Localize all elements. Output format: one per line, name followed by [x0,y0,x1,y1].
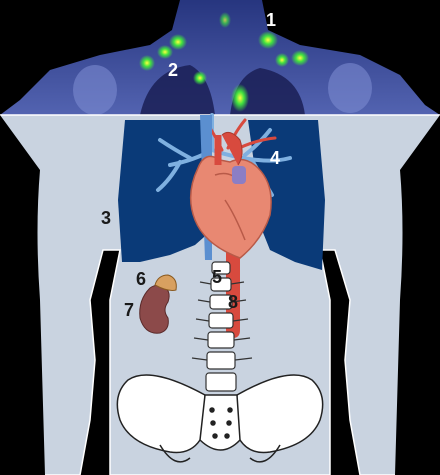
mediastinal-hotspot [231,84,249,112]
lymph-node-hotspot [275,53,289,67]
lymph-node-hotspot [291,50,309,66]
label-5: 5 [212,267,222,287]
lymph-node-hotspot [169,34,187,50]
label-3: 3 [101,208,111,228]
lymph-node-hotspot [157,45,173,59]
lymph-node-hotspot [139,55,155,71]
label-7: 7 [124,300,134,320]
label-2: 2 [168,60,178,80]
label-4: 4 [270,148,280,168]
pulmonary-artery [232,166,246,184]
mediastinal-hotspot [193,71,207,85]
label-8: 8 [228,292,238,312]
label-1: 1 [266,10,276,30]
lymph-node-hotspot [258,31,278,49]
label-6: 6 [136,269,146,289]
neck-hotspot [219,12,231,28]
